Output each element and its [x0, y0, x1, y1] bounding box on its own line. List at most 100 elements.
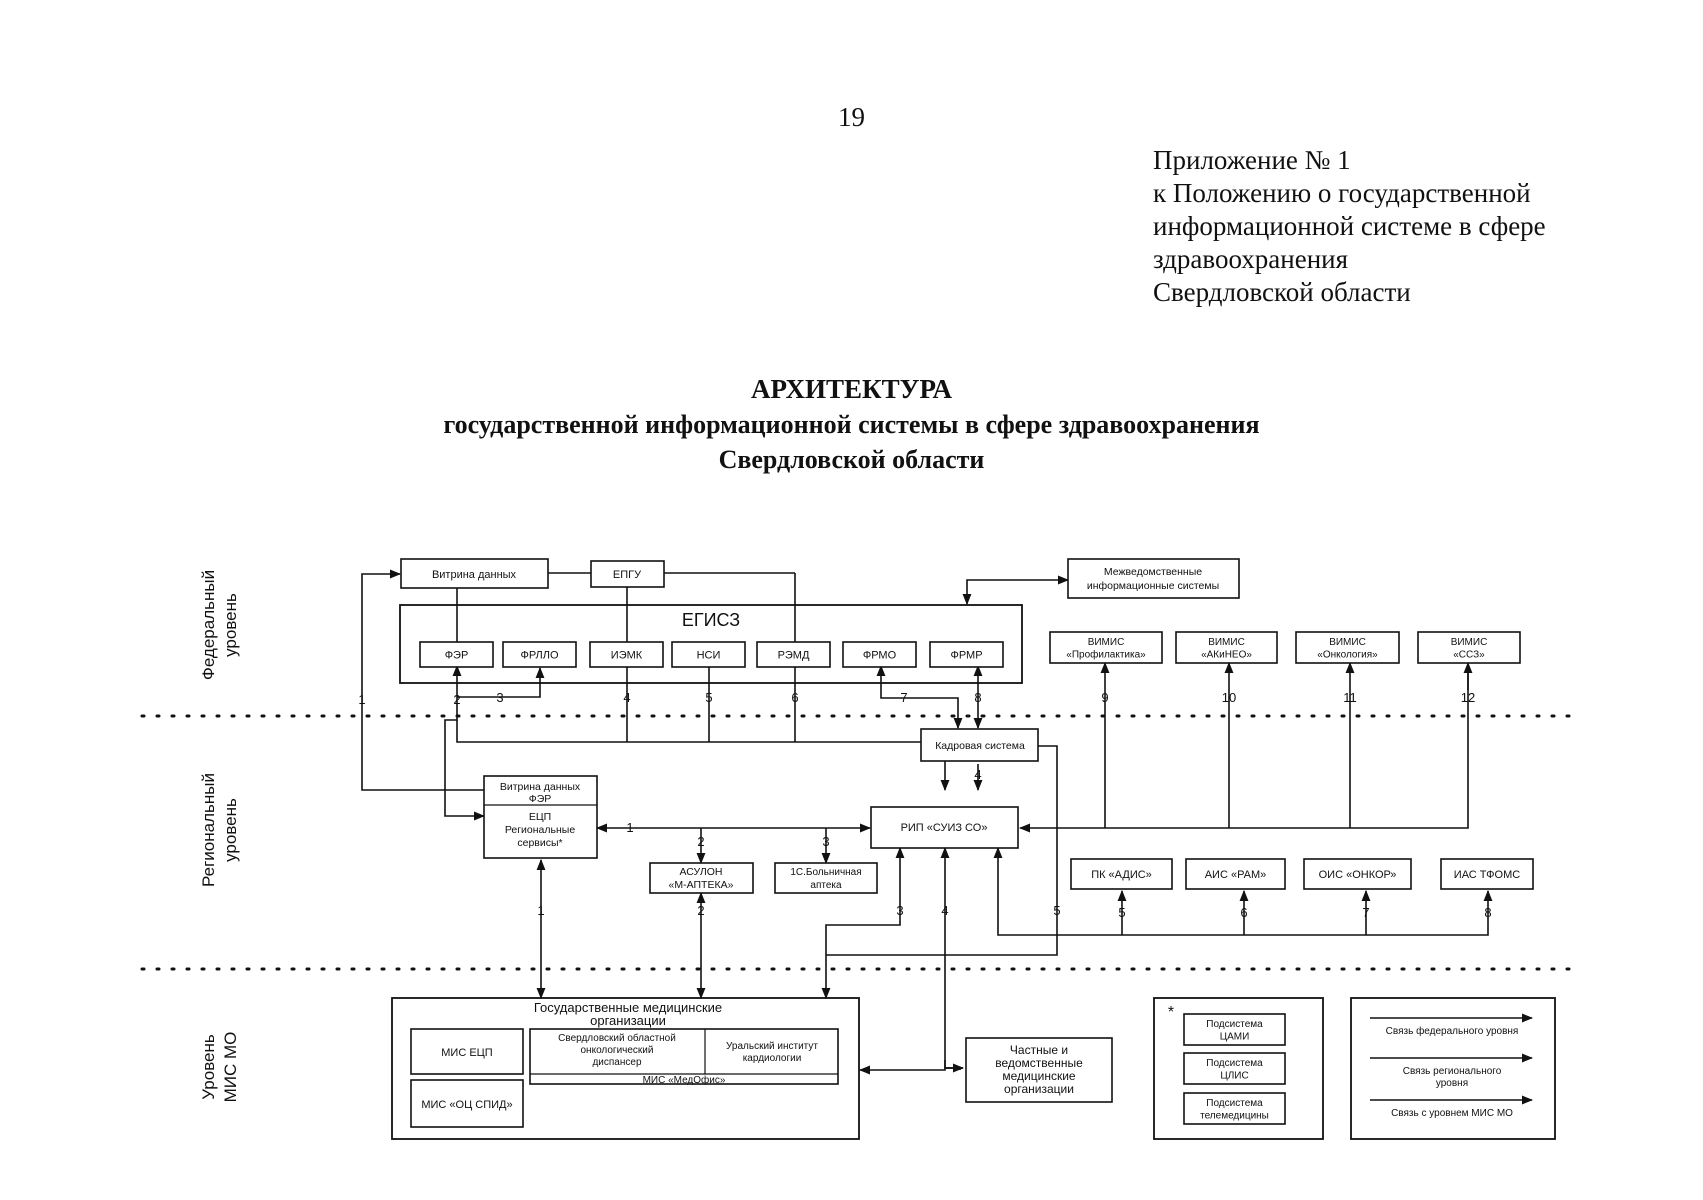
footnote-items: ПодсистемаЦАМИПодсистемаЦЛИСПодсистемате… — [1183, 1013, 1286, 1125]
link-number: 5 — [1053, 903, 1060, 918]
rip-label: РИП «СУИЗ СО» — [901, 822, 988, 834]
link-number: 6 — [1240, 905, 1247, 920]
link-number: 8 — [974, 690, 981, 705]
link-number: 5 — [1118, 905, 1125, 920]
egisz-module-label: НСИ — [697, 649, 721, 661]
link-number: 11 — [1343, 690, 1357, 705]
vimis-box-label: «Профилактика» — [1066, 648, 1146, 660]
gov-orgs-title: Государственные медицинские — [534, 1000, 722, 1015]
kadrovaya-box: Кадровая система — [920, 728, 1039, 762]
egisz-module-label: ФРМО — [863, 649, 897, 661]
appendix-note: Приложение № 1 к Положению о государстве… — [1153, 144, 1546, 309]
vimis-box: ВИМИС«Профилактика» — [1049, 631, 1163, 664]
regional-system-box-label: ОИС «ОНКОР» — [1319, 869, 1397, 881]
appendix-line: здравоохранения — [1153, 244, 1349, 274]
level-label-line: уровень — [221, 798, 240, 862]
footnote-item-label: Подсистема — [1206, 1058, 1263, 1069]
link-number: 1 — [626, 820, 633, 835]
egisz-module-label: ФЭР — [445, 649, 469, 661]
vimis-box: ВИМИС«АКиНЕО» — [1175, 631, 1278, 664]
regional-system-box-label: ИАС ТФОМС — [1454, 869, 1520, 881]
egisz-module-label: ФРМР — [950, 649, 982, 661]
egisz-module: ФЭР — [419, 641, 494, 668]
egisz-module-label: ИЭМК — [611, 649, 643, 661]
link-number: 8 — [1484, 905, 1491, 920]
appendix-line: к Положению о государственной — [1153, 178, 1531, 208]
private-orgs-box: Частные и ведомственные медицинские орга… — [965, 1037, 1113, 1103]
oncology-label: онкологический — [581, 1045, 654, 1056]
link-number: 4 — [941, 903, 948, 918]
level-label-regional: Региональный уровень — [199, 773, 240, 887]
link-number: 1 — [537, 903, 544, 918]
link-number: 4 — [974, 767, 981, 782]
footnote-box: * — [1153, 997, 1324, 1140]
appendix-line: Свердловской области — [1153, 277, 1411, 307]
bolnichnaya-label: аптека — [810, 880, 842, 891]
mis-ocspid-box: МИС «ОЦ СПИД» — [410, 1079, 524, 1128]
regional-system-box: ИАС ТФОМС — [1440, 858, 1534, 890]
vimis-box-label: ВИМИС — [1329, 637, 1366, 648]
link-number: 7 — [1362, 905, 1369, 920]
link-number: 2 — [453, 692, 460, 707]
title-line: Свердловской области — [718, 445, 985, 474]
ecp-label: Витрина данных — [500, 781, 581, 793]
link-number: 4 — [623, 690, 630, 705]
asulon-box: АСУЛОН «М-АПТЕКА» — [649, 862, 754, 894]
gov-orgs-title: организации — [590, 1013, 666, 1028]
regional-system-box-label: ПК «АДИС» — [1091, 869, 1152, 881]
interagency-label: информационные системы — [1087, 580, 1219, 592]
interagency-label: Межведомственные — [1104, 566, 1202, 578]
appendix-line: информационной системе в сфере — [1153, 211, 1546, 241]
link-number: 9 — [1101, 690, 1108, 705]
footnote-item-label: ЦАМИ — [1220, 1031, 1250, 1042]
egisz-module-label: ФРЛЛО — [520, 649, 559, 661]
kadrovaya-label: Кадровая система — [935, 740, 1025, 752]
title-line: АРХИТЕКТУРА — [750, 374, 952, 404]
level-label-line: Уровень — [199, 1034, 218, 1100]
link-number: 2 — [697, 834, 704, 849]
level-label-mis: Уровень МИС МО — [199, 1032, 240, 1103]
link-number: 5 — [705, 690, 712, 705]
oncology-label: Свердловский областной — [558, 1032, 676, 1044]
legend-item: Связь федерального уровня — [1370, 1013, 1534, 1037]
vimis-box-label: ВИМИС — [1208, 637, 1245, 648]
title-line: государственной информационной системы в… — [443, 410, 1260, 439]
regional-link-numbers: 1 2 3 4 5 6 7 8 — [626, 767, 1491, 920]
regional-system-box: ОИС «ОНКОР» — [1303, 858, 1412, 890]
egisz-box: ЕГИСЗ — [399, 604, 1023, 684]
asulon-label: АСУЛОН — [680, 866, 723, 878]
footnote-item-label: Подсистема — [1206, 1098, 1263, 1109]
mis-ecp-box: МИС ЕЦП — [410, 1028, 524, 1075]
vitrina-label: Витрина данных — [432, 569, 517, 581]
egisz-module: ИЭМК — [589, 641, 664, 668]
legend-label: Связь регионального — [1403, 1066, 1502, 1077]
link-number: 3 — [822, 834, 829, 849]
vimis-box-label: «ССЗ» — [1453, 649, 1485, 660]
regional-system-box: АИС «РАМ» — [1185, 858, 1286, 890]
egisz-module: ФРМО — [842, 641, 917, 668]
private-orgs-label: ведомственные — [995, 1056, 1083, 1070]
vimis-box: ВИМИС«ССЗ» — [1417, 631, 1521, 664]
egisz-module-label: РЭМД — [778, 649, 810, 661]
egisz-module: ФРЛЛО — [502, 641, 577, 668]
gov-orgs-box: Государственные медицинские организации — [391, 997, 860, 1140]
bolnichnaya-label: 1С.Больничная — [790, 867, 861, 878]
egisz-module: ФРМР — [929, 641, 1004, 668]
interagency-box: Межведомственные информационные системы — [1067, 558, 1240, 599]
link-number: 10 — [1222, 690, 1236, 705]
footnote-item-label: телемедицины — [1200, 1110, 1269, 1121]
page-number: 19 — [838, 102, 865, 132]
rip-box: РИП «СУИЗ СО» — [870, 806, 1019, 849]
ecp-label: сервисы* — [517, 837, 562, 849]
vitrina-box: Витрина данных — [400, 558, 549, 589]
oncology-label: диспансер — [592, 1057, 641, 1068]
ecp-box: Витрина данных ФЭР ЕЦП Региональные серв… — [483, 775, 598, 859]
ecp-label: Региональные — [505, 824, 575, 836]
legend-box — [1350, 997, 1556, 1140]
